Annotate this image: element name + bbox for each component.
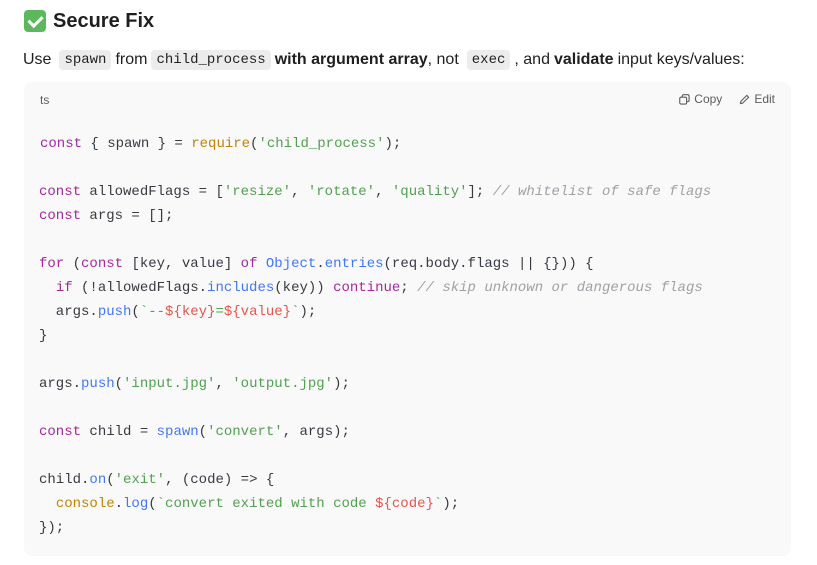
paragraph-text: , and bbox=[514, 51, 550, 68]
paragraph-text: Use bbox=[23, 51, 52, 68]
code-line: if (!allowedFlags.includes(key)) continu… bbox=[55, 280, 703, 296]
code-block-header: ts Copy Edit bbox=[24, 82, 791, 118]
code-line bbox=[39, 228, 711, 252]
pencil-icon bbox=[740, 94, 750, 104]
code-line: console.log(`convert exited with code ${… bbox=[55, 496, 460, 512]
code-block: ts Copy Edit const { spawn } = requir bbox=[24, 82, 791, 556]
code-line: } bbox=[39, 328, 48, 344]
copy-button[interactable]: Copy bbox=[679, 92, 722, 106]
code-line: const allowedFlags = ['resize', 'rotate'… bbox=[39, 184, 712, 200]
inline-code-child-process: child_process bbox=[151, 50, 271, 70]
paragraph-text: from bbox=[115, 51, 148, 68]
copy-icon bbox=[679, 93, 690, 105]
check-mark-icon bbox=[24, 10, 46, 32]
section-heading-text: Secure Fix bbox=[53, 9, 155, 32]
code-line bbox=[39, 444, 711, 468]
description-paragraph: Use spawn from child_process with argume… bbox=[23, 47, 745, 73]
code-line: const { spawn } = require('child_process… bbox=[40, 136, 402, 152]
paragraph-bold-text: with argument array bbox=[274, 51, 428, 68]
code-line: args.push(`--${key}=${value}`); bbox=[39, 304, 317, 320]
inline-code-exec: exec bbox=[466, 50, 511, 70]
code-line: const args = []; bbox=[39, 208, 174, 224]
section-heading: Secure Fix bbox=[24, 8, 154, 34]
inline-code-spawn: spawn bbox=[59, 50, 112, 70]
edit-button[interactable]: Edit bbox=[739, 92, 775, 106]
paragraph-text: , not bbox=[427, 51, 459, 68]
paragraph-text: input keys/values: bbox=[617, 51, 745, 68]
code-line: child.on('exit', (code) => { bbox=[39, 472, 275, 488]
copy-button-label: Copy bbox=[694, 92, 723, 106]
code-language-label: ts bbox=[40, 93, 50, 107]
code-content: const { spawn } = require('child_process… bbox=[39, 132, 711, 540]
code-line: args.push('input.jpg', 'output.jpg'); bbox=[39, 376, 350, 392]
code-line bbox=[39, 156, 711, 180]
code-block-actions: Copy Edit bbox=[679, 92, 775, 106]
code-line bbox=[39, 348, 711, 372]
code-line: const child = spawn('convert', args); bbox=[39, 424, 350, 440]
edit-button-label: Edit bbox=[754, 92, 775, 106]
code-line: }); bbox=[39, 520, 65, 536]
code-line bbox=[39, 396, 711, 420]
paragraph-bold-text: validate bbox=[553, 51, 614, 68]
code-line: for (const [key, value] of Object.entrie… bbox=[39, 256, 594, 272]
